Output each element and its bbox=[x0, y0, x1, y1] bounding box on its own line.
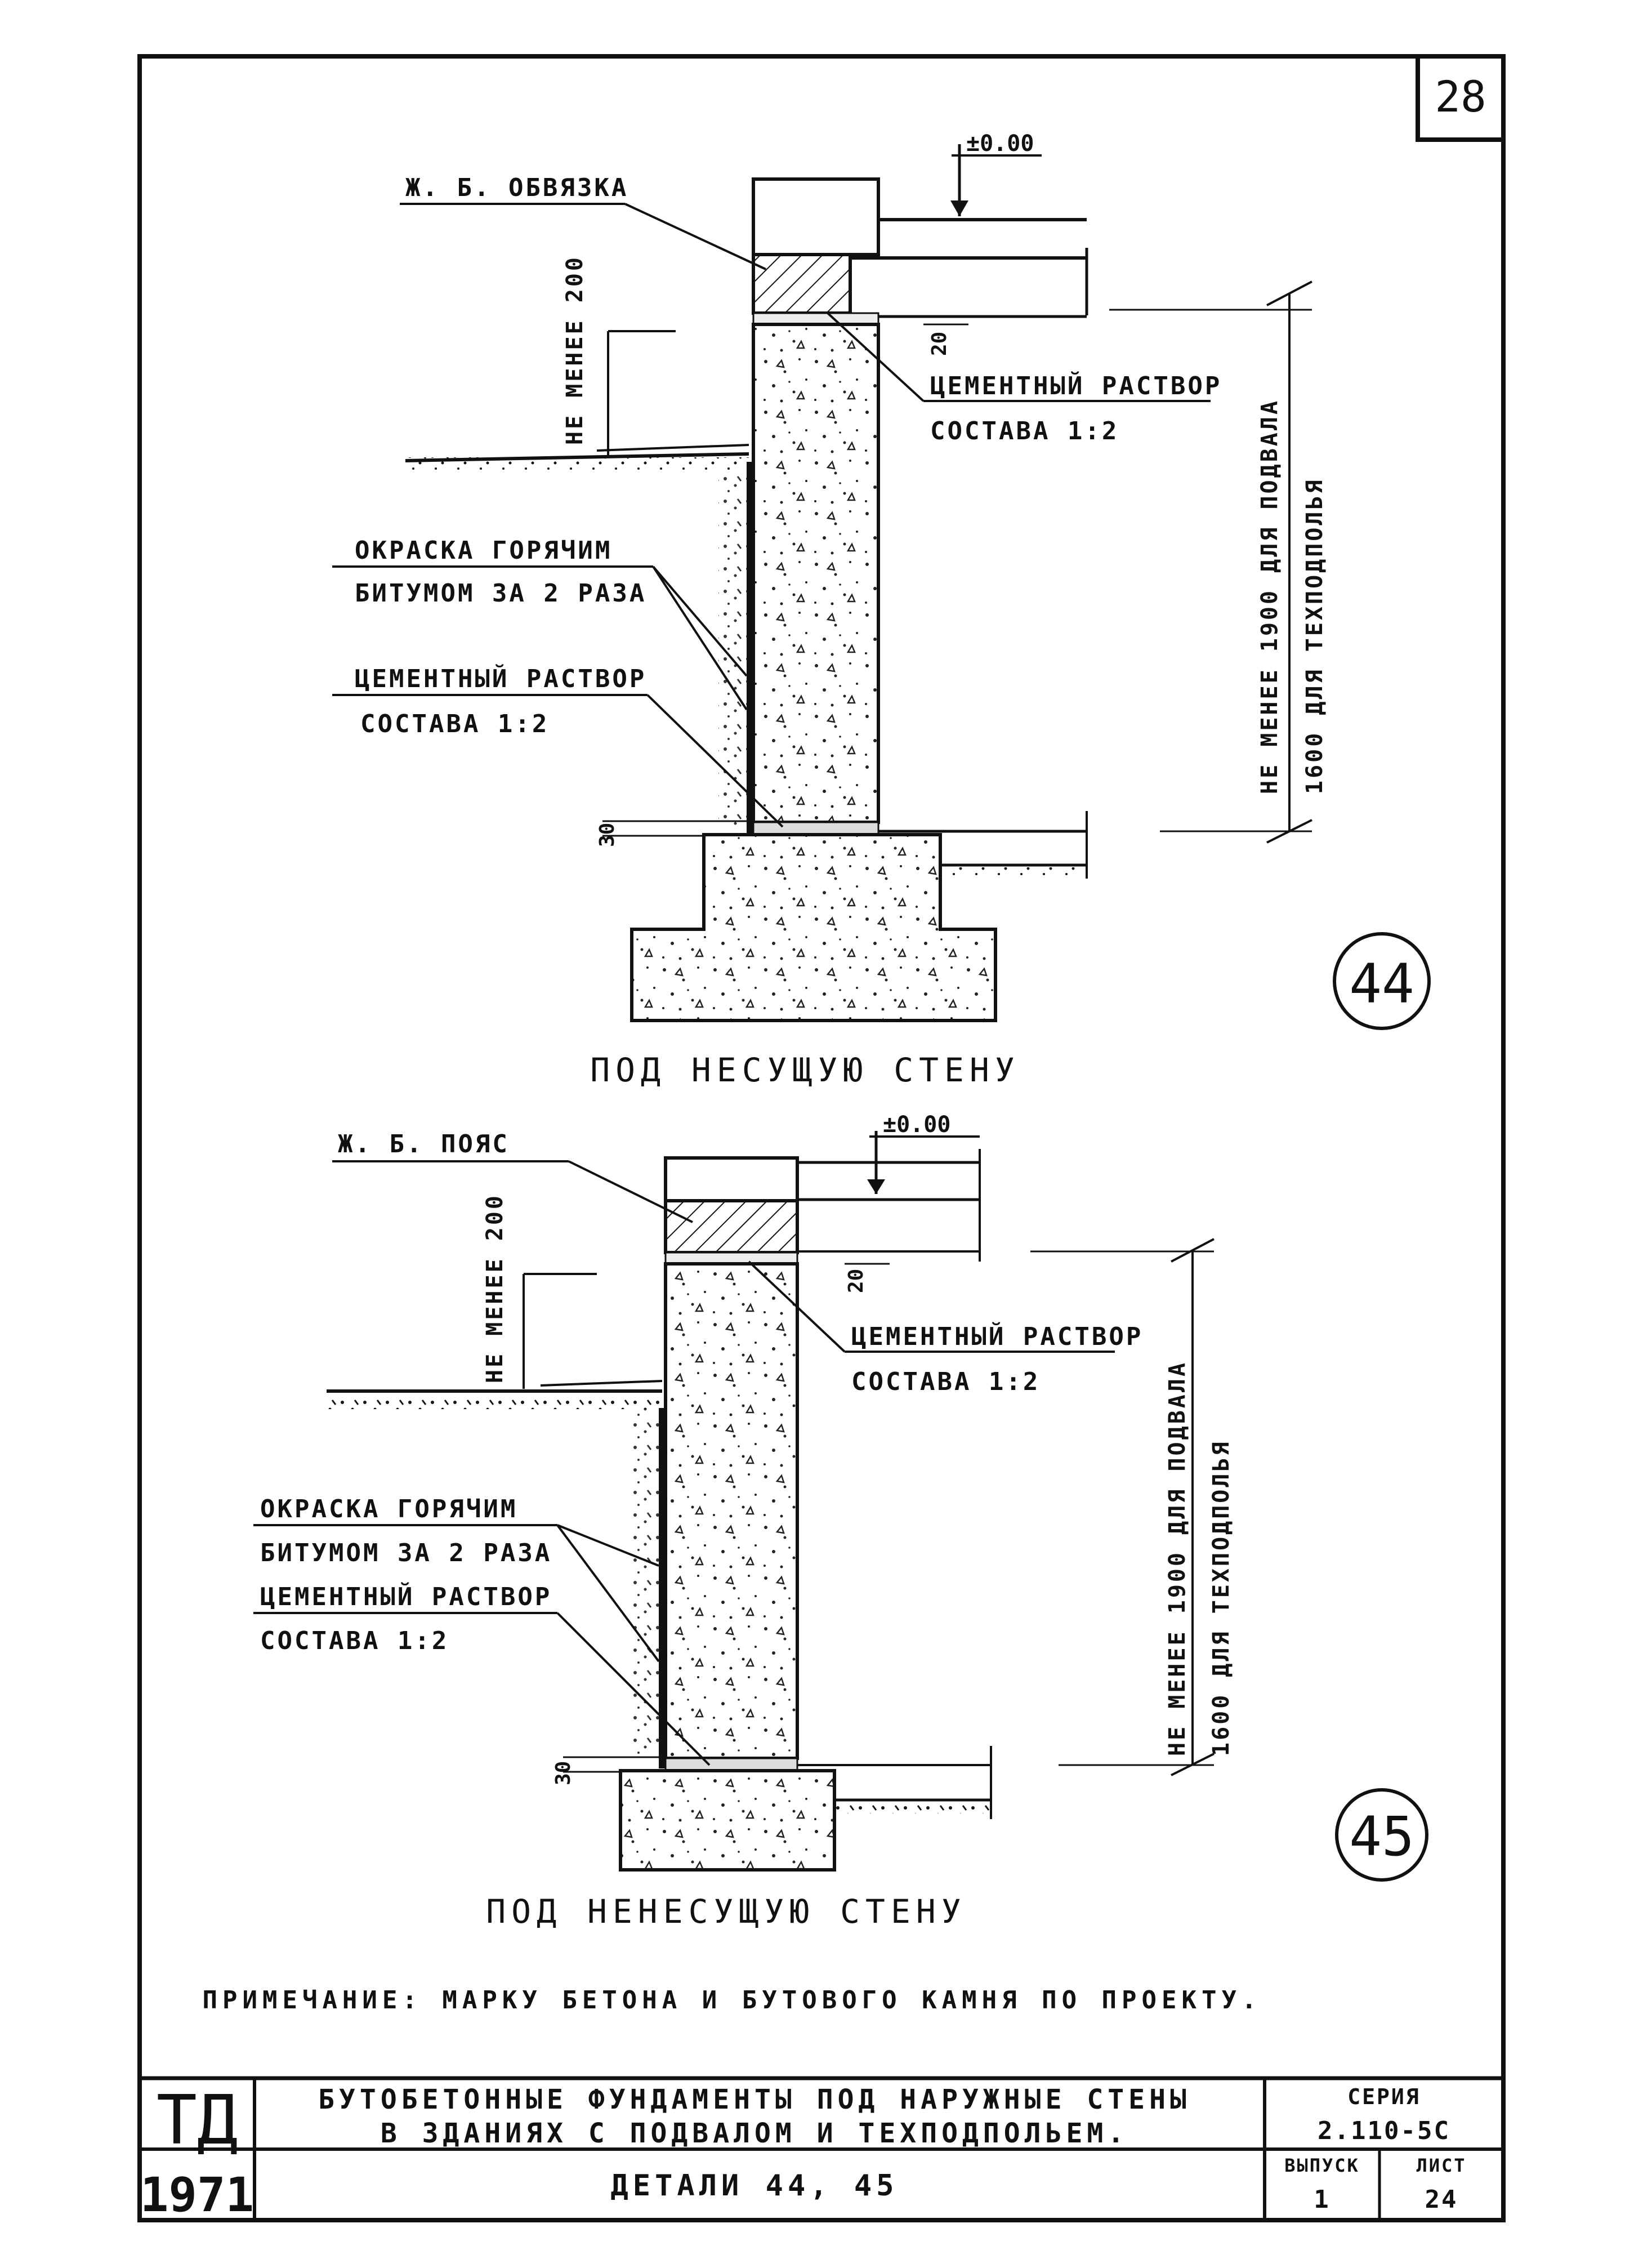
details-title: ДЕТАЛИ 44, 45 bbox=[611, 2169, 899, 2203]
org-mark: ТД bbox=[157, 2082, 238, 2160]
height-44-line1: НЕ МЕНЕЕ 1900 ДЛЯ ПОДВАЛА bbox=[1257, 399, 1283, 794]
bitumen-coating-45 bbox=[659, 1408, 666, 1768]
dim-min-200-45: НЕ МЕНЕЕ 200 bbox=[482, 1193, 508, 1383]
bitumen-coating bbox=[747, 462, 753, 834]
paint-44-line1: ОКРАСКА ГОРЯЧИМ bbox=[355, 536, 612, 565]
mortar-bottom-45-line2: СОСТАВА 1:2 bbox=[260, 1627, 449, 1655]
dim-30-45: 30 bbox=[552, 1761, 575, 1785]
upper-wall-block bbox=[752, 177, 880, 256]
dim-20-44: 20 bbox=[928, 332, 951, 356]
series-label: СЕРИЯ bbox=[1347, 2084, 1420, 2109]
foundation-wall-45 bbox=[664, 1262, 799, 1760]
detail-number-44: 44 bbox=[1349, 952, 1414, 1015]
belt-beam bbox=[664, 1199, 799, 1254]
label-belt: Ж. Б. ПОЯС bbox=[338, 1130, 510, 1158]
note: ПРИМЕЧАНИЕ: МАРКУ БЕТОНА И БУТОВОГО КАМН… bbox=[203, 1986, 1262, 2015]
mortar-bottom-44-line1: ЦЕМЕНТНЫЙ РАСТВОР bbox=[355, 663, 646, 693]
tie-beam bbox=[752, 253, 852, 315]
height-45-line1: НЕ МЕНЕЕ 1900 ДЛЯ ПОДВАЛА bbox=[1164, 1361, 1190, 1756]
mortar-top-45-line1: ЦЕМЕНТНЫЙ РАСТВОР bbox=[851, 1321, 1143, 1351]
paint-45-line2: БИТУМОМ ЗА 2 РАЗА bbox=[260, 1539, 552, 1567]
year: 1971 bbox=[140, 2167, 254, 2222]
dim-min-200-44: НЕ МЕНЕЕ 200 bbox=[562, 255, 588, 445]
footing bbox=[630, 833, 997, 1022]
sheet-number-box: 28 bbox=[1416, 54, 1506, 142]
foundation-wall bbox=[752, 323, 880, 824]
footing-45 bbox=[619, 1769, 836, 1872]
mortar-top-44-line2: СОСТАВА 1:2 bbox=[930, 417, 1119, 445]
mortar-bottom-45-line1: ЦЕМЕНТНЫЙ РАСТВОР bbox=[260, 1581, 552, 1611]
caption-44: ПОД НЕСУЩУЮ СТЕНУ bbox=[590, 1051, 1020, 1089]
detail-number-45: 45 bbox=[1349, 1805, 1414, 1868]
height-44-line2: 1600 ДЛЯ ТЕХПОДПОЛЬЯ bbox=[1302, 478, 1328, 794]
label-tie-beam: Ж. Б. ОБВЯЗКА bbox=[405, 173, 628, 202]
title-line1: БУТОБЕТОННЫЕ ФУНДАМЕНТЫ ПОД НАРУЖНЫЕ СТЕ… bbox=[318, 2084, 1191, 2115]
mortar-layer-bottom-45 bbox=[664, 1757, 798, 1772]
paint-45-line1: ОКРАСКА ГОРЯЧИМ bbox=[260, 1495, 517, 1523]
series-value: 2.110-5С bbox=[1318, 2116, 1450, 2145]
paint-44-line2: БИТУМОМ ЗА 2 РАЗА bbox=[355, 579, 646, 608]
level-mark-45: ±0.00 bbox=[883, 1112, 950, 1138]
mortar-bottom-44-line2: СОСТАВА 1:2 bbox=[360, 710, 549, 738]
detail-44: ±0.00 Ж. Б. ОБВЯЗКА НЕ МЕНЕЕ 200 20 ЦЕМЕ… bbox=[332, 131, 1431, 1089]
detail-number-circle-44 bbox=[1333, 932, 1431, 1030]
caption-45: ПОД НЕНЕСУЩУЮ СТЕНУ bbox=[486, 1892, 966, 1931]
dim-30-44: 30 bbox=[596, 823, 619, 847]
sheet-number: 28 bbox=[1435, 72, 1486, 122]
sheet-frame bbox=[137, 54, 1506, 2222]
dim-20-45: 20 bbox=[845, 1269, 868, 1293]
sheet-label: ЛИСТ bbox=[1416, 2155, 1466, 2176]
backfill-soil-45 bbox=[633, 1408, 659, 1757]
issue-label: ВЫПУСК bbox=[1284, 2155, 1360, 2176]
mortar-top-45-line2: СОСТАВА 1:2 bbox=[851, 1367, 1040, 1396]
sheet-value: 24 bbox=[1425, 2185, 1458, 2214]
detail-45: ±0.00 Ж. Б. ПОЯС НЕ МЕНЕЕ 200 20 ЦЕМЕНТН… bbox=[253, 1112, 1428, 1931]
level-mark-44: ±0.00 bbox=[966, 131, 1034, 157]
height-45-line2: 1600 ДЛЯ ТЕХПОДПОЛЬЯ bbox=[1208, 1440, 1234, 1756]
upper-wall-block-45 bbox=[664, 1156, 799, 1202]
title-block: ТД 1971 БУТОБЕТОННЫЕ ФУНДАМЕНТЫ ПОД НАРУ… bbox=[140, 2076, 1503, 2222]
issue-value: 1 bbox=[1314, 2185, 1331, 2214]
title-line2: В ЗДАНИЯХ С ПОДВАЛОМ И ТЕХПОДПОЛЬЕМ. bbox=[381, 2118, 1128, 2149]
detail-number-circle-45 bbox=[1335, 1788, 1428, 1882]
mortar-layer-bottom bbox=[752, 821, 879, 836]
mortar-top-44-line1: ЦЕМЕНТНЫЙ РАСТВОР bbox=[930, 371, 1222, 400]
